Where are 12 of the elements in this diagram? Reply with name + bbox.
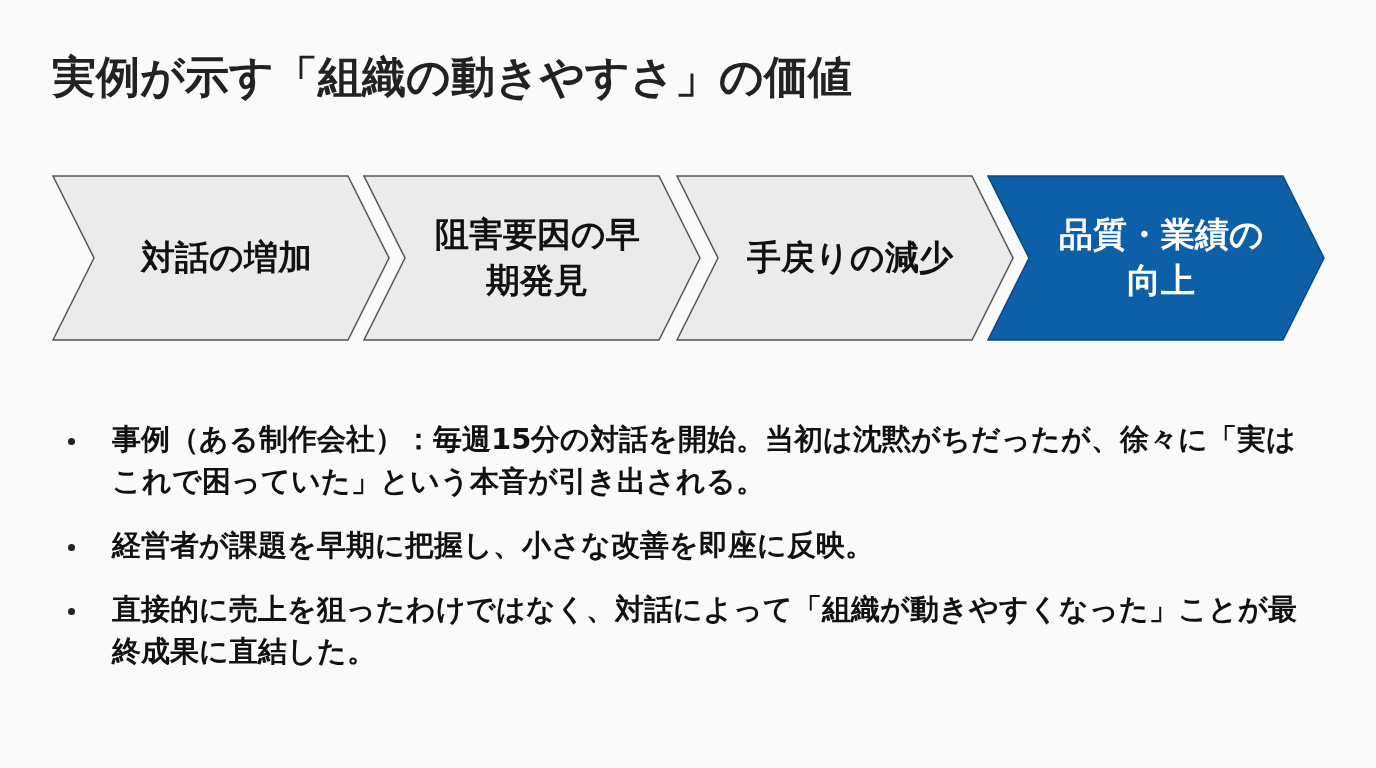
chevron-step (987, 175, 1325, 341)
bullet-text: 経営者が課題を早期に把握し、小さな改善を即座に反映。 (112, 527, 875, 565)
step-label: 対話の増加 (139, 236, 313, 280)
chevron-step (676, 175, 1014, 341)
chevron-step (52, 175, 390, 341)
bullet-text: 直接的に売上を狙ったわけではなく、対話によって「組織が動きやすくなった」ことが最終成果に直結した。 (112, 591, 1298, 671)
bullet-text: 事例（ある制作会社）：毎週15分の対話を開始。当初は沈黙がちだったが、徐々に「実はこれで困っていた」という本音が引き出される。 (112, 421, 1298, 501)
step-label: 手戻りの減少 (746, 236, 955, 280)
slide-title: 実例が示す「組織の動きやすさ」の価値 (52, 50, 852, 104)
step-label: 阻害要因の早期発見 (433, 213, 641, 302)
chevron-step (363, 175, 701, 341)
step-label: 品質・業績の向上 (1057, 213, 1265, 302)
